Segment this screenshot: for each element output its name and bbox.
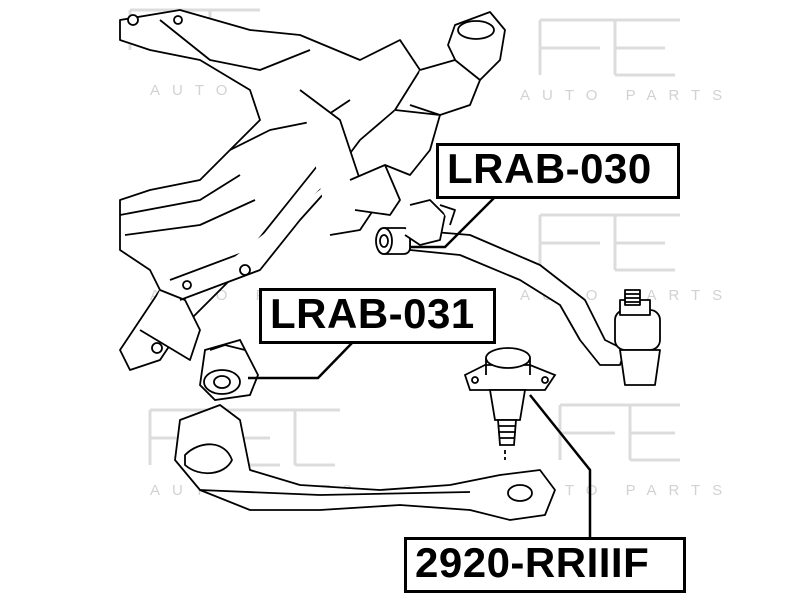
subframe xyxy=(119,9,506,371)
leader-031 xyxy=(248,342,353,380)
upper-arm xyxy=(375,199,661,386)
watermark-logo xyxy=(538,213,680,272)
bushing-031 xyxy=(199,338,259,401)
watermark-sub-2: AUTO PARTS xyxy=(520,87,734,104)
leader-2920 xyxy=(529,394,592,537)
part-label-2920-rriiif: 2920-RRIIIF xyxy=(404,537,686,593)
leader-lines xyxy=(248,197,592,537)
leader-030 xyxy=(410,197,495,249)
lower-arm xyxy=(174,404,556,521)
part-label-lrab-031: LRAB-031 xyxy=(259,288,496,344)
watermark-logo xyxy=(558,403,680,462)
watermark-logo xyxy=(538,18,680,77)
ball-joint-2920 xyxy=(463,347,557,460)
part-label-lrab-030: LRAB-030 xyxy=(436,143,680,199)
watermark-sub-6: AUTO PARTS xyxy=(520,482,734,499)
